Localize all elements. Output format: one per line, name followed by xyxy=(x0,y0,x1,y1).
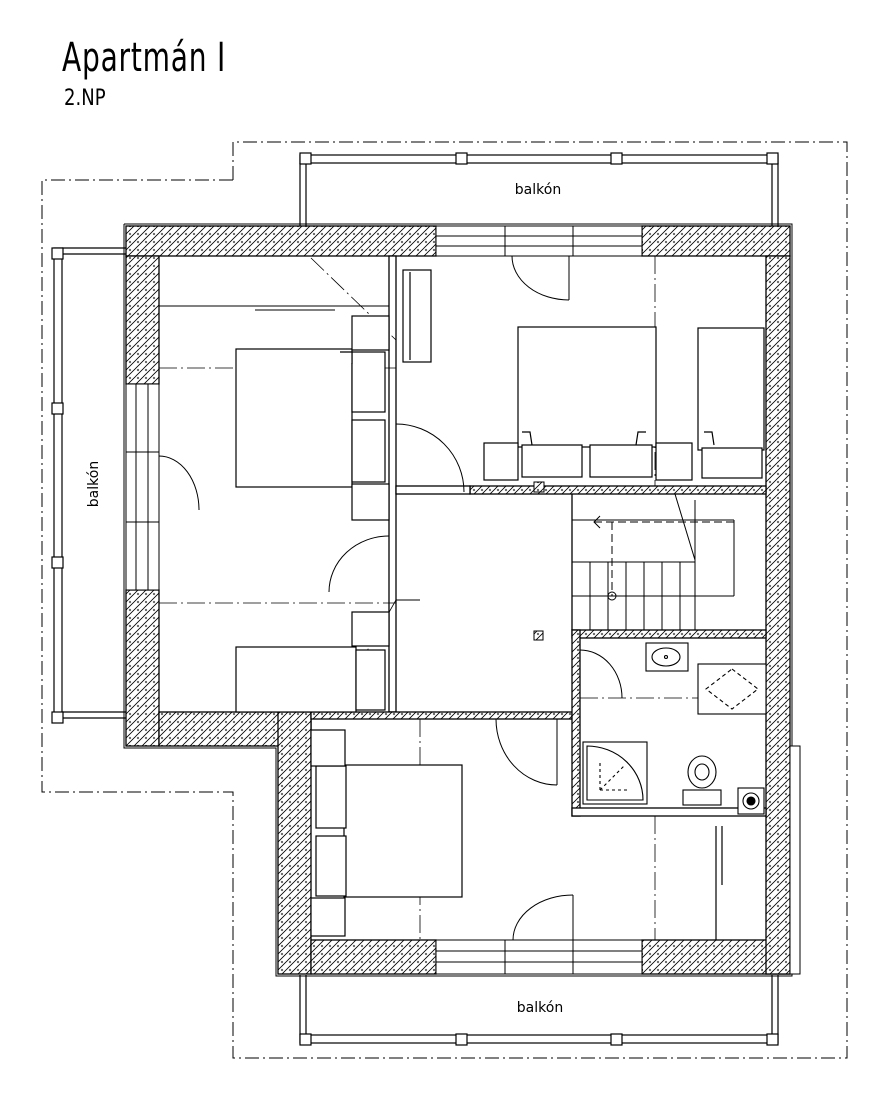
bedroom-4-furniture xyxy=(310,729,723,940)
facade-lines xyxy=(123,223,793,977)
windows xyxy=(125,225,801,975)
interior-walls xyxy=(310,255,767,817)
balcony-bottom xyxy=(299,975,779,1046)
balcony-left-label: balkón xyxy=(86,461,102,507)
bedroom-2-furniture xyxy=(235,611,390,713)
plan-title: Apartmán I xyxy=(62,35,227,81)
bedroom-1-furniture xyxy=(235,315,390,521)
bathroom-fixtures xyxy=(582,642,767,815)
balcony-top xyxy=(299,152,779,228)
roof-outline xyxy=(41,141,848,1059)
bedroom-3-furniture xyxy=(402,269,765,481)
stairwell xyxy=(395,493,735,713)
balcony-bottom-label: balkón xyxy=(517,1000,563,1016)
floor-label: 2.NP xyxy=(64,86,106,111)
doors xyxy=(158,255,623,941)
left-room-partition xyxy=(159,305,389,311)
exterior-walls xyxy=(125,225,791,975)
markers xyxy=(533,481,545,493)
balcony-top-label: balkón xyxy=(515,182,561,198)
balcony-left xyxy=(51,247,126,724)
